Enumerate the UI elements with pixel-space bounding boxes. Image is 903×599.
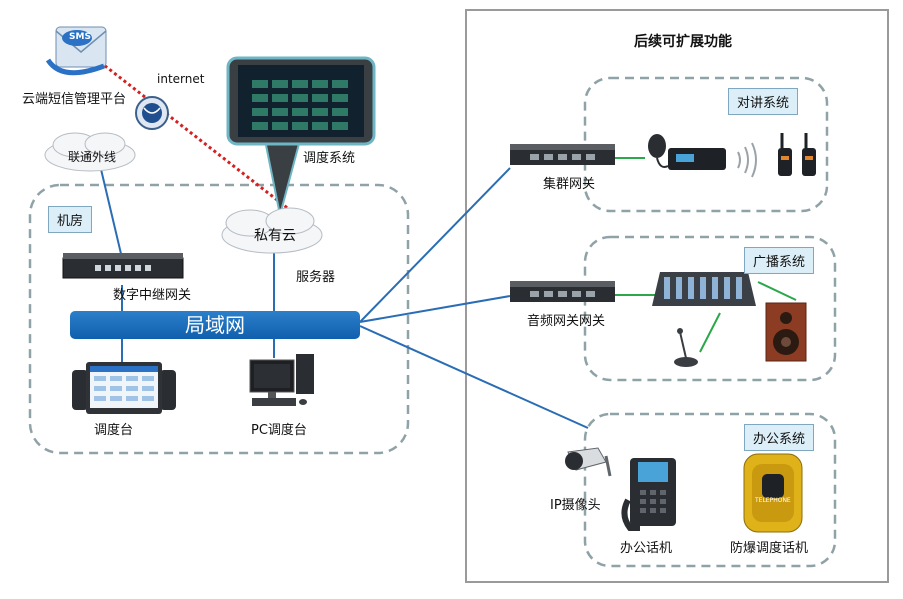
lan-to-audio-line (359, 295, 511, 323)
speaker-icon (765, 302, 807, 362)
unicom-cloud-icon (44, 132, 136, 172)
office-phone-icon (621, 458, 676, 531)
broadcast-group (583, 235, 837, 382)
radio-waves-icon (737, 142, 757, 178)
desk-microphone-icon (674, 328, 698, 367)
intercom-system-label: 对讲系统 (728, 88, 799, 115)
pc-console-label: PC调度台 (251, 423, 307, 438)
audio-gateway-label: 音频网关网关 (527, 314, 606, 329)
lan-to-camera-line (359, 325, 589, 429)
dispatch-system-screen-icon (226, 56, 376, 216)
dispatch-system-label: 调度系统 (303, 151, 356, 166)
green-links (615, 157, 797, 353)
broadcast-system-label: 广播系统 (744, 247, 815, 274)
cluster-gateway-device (510, 144, 615, 165)
right-panel-frame (465, 9, 889, 583)
internet-label: internet (157, 72, 205, 86)
pc-console-device (249, 354, 314, 406)
office-phone-label: 办公话机 (620, 541, 673, 556)
right-panel-title: 后续可扩展功能 (634, 34, 732, 50)
intercom-group (583, 76, 829, 213)
dispatch-console-label: 调度台 (94, 423, 134, 438)
dispatch-console-device (72, 362, 176, 414)
office-group (583, 412, 837, 568)
cloud-sms-platform-label: 云端短信管理平台 (22, 92, 127, 107)
explosion-proof-phone-label: 防爆调度话机 (730, 541, 809, 556)
audio-gateway-device (510, 281, 615, 302)
sms-to-cloud-dotted-line (99, 60, 291, 212)
unicom-to-gateway-line (99, 164, 123, 259)
machine-room-label: 机房 (48, 206, 93, 233)
walkie-talkie-icon (778, 133, 816, 176)
sms-badge: SMS (69, 32, 91, 42)
ip-camera-icon (565, 447, 612, 477)
server-label: 服务器 (296, 270, 336, 285)
vehicle-radio-icon (648, 134, 726, 170)
lan-to-cluster-line (359, 167, 511, 323)
lan-links (99, 164, 589, 429)
internet-globe-icon (135, 96, 169, 130)
digital-trunk-gateway-device (62, 253, 184, 279)
cluster-gateway-label: 集群网关 (543, 177, 596, 192)
telephone-badge: TELEPHONE (755, 497, 791, 504)
office-system-label: 办公系统 (744, 424, 815, 451)
audio-mixer-icon (652, 272, 756, 306)
digital-trunk-gateway-label: 数字中继网关 (113, 288, 192, 303)
ip-camera-label: IP摄像头 (550, 498, 601, 513)
machine-room-group (28, 183, 410, 455)
private-cloud-icon (221, 207, 323, 254)
explosion-proof-phone-icon (743, 453, 803, 533)
private-cloud-label: 私有云 (254, 228, 296, 244)
sms-envelope-icon (45, 26, 107, 76)
lan-bar: 局域网 (70, 311, 360, 339)
unicom-line-label: 联通外线 (68, 150, 117, 164)
